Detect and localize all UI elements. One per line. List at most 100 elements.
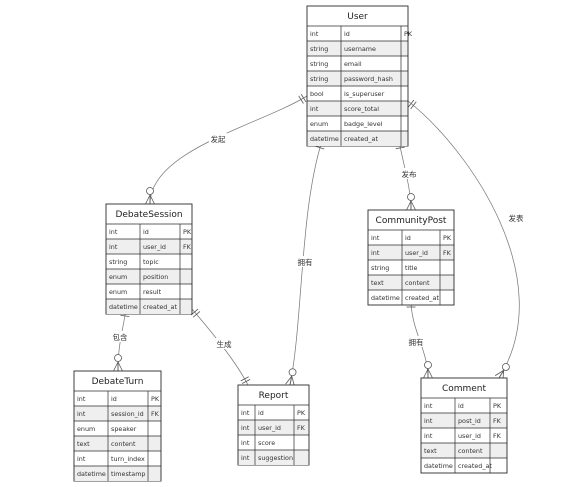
row-shading	[106, 239, 192, 254]
attr-type: int	[77, 455, 86, 463]
attr-key: PK	[151, 395, 160, 403]
attr-name: content	[458, 447, 483, 455]
attr-key: FK	[443, 249, 452, 257]
attr-type: int	[77, 410, 86, 418]
attr-name: timestamp	[111, 470, 145, 478]
attr-key: FK	[151, 410, 160, 418]
cardinality-bar	[192, 311, 201, 318]
attr-key: PK	[404, 30, 413, 38]
crow-foot	[406, 200, 412, 211]
crow-foot	[291, 376, 295, 386]
row-shading	[74, 406, 161, 421]
row-shading	[74, 436, 161, 451]
attr-key: PK	[297, 409, 306, 417]
attr-name: id	[258, 409, 264, 417]
row-shading	[307, 131, 408, 146]
attr-name: turn_index	[111, 455, 145, 463]
row-shading	[421, 443, 507, 458]
attr-type: int	[109, 243, 118, 251]
label-background	[111, 331, 129, 342]
label-background	[400, 168, 418, 179]
attr-key: PK	[493, 402, 502, 410]
entity-title: CommunityPost	[376, 216, 447, 226]
attr-type: enum	[109, 288, 127, 296]
crow-foot	[285, 375, 293, 385]
crow-foot	[410, 200, 416, 211]
attr-name: is_superuser	[344, 90, 385, 98]
optional-circle	[501, 363, 510, 371]
attr-type: datetime	[310, 135, 339, 143]
edge-user-comment	[407, 99, 520, 381]
label-background	[215, 338, 233, 349]
attr-type: enum	[77, 425, 95, 433]
attr-type: int	[424, 417, 433, 425]
attr-name: username	[344, 45, 376, 53]
label-background	[507, 212, 525, 223]
attr-key: FK	[493, 417, 502, 425]
relationship-label: 生成	[217, 339, 232, 349]
attr-name: title	[405, 264, 418, 272]
row-shading	[307, 101, 408, 116]
optional-circle	[114, 354, 122, 362]
attr-type: string	[310, 45, 328, 53]
row-shading	[106, 269, 192, 284]
attr-name: score	[258, 439, 275, 447]
relationship-label: 发表	[509, 213, 524, 223]
attr-type: text	[424, 447, 437, 455]
attr-name: id	[111, 395, 117, 403]
attr-type: bool	[310, 90, 324, 98]
row-shading	[106, 299, 192, 314]
attr-type: int	[77, 395, 86, 403]
relationship-label: 拥有	[298, 257, 313, 267]
attr-name: post_id	[458, 417, 481, 425]
row-shading	[307, 41, 408, 56]
relationship-label-user-debatesession: 发起	[209, 133, 227, 144]
attr-name: id	[405, 234, 411, 242]
entity-title: Report	[259, 391, 289, 401]
attr-name: email	[344, 60, 362, 68]
attr-type: string	[310, 75, 328, 83]
attr-type: text	[77, 440, 90, 448]
attr-key: PK	[183, 228, 192, 236]
row-shading	[238, 450, 309, 465]
relationship-label-user-comment: 发表	[507, 212, 525, 223]
attr-name: topic	[143, 258, 159, 266]
attr-name: suggestion	[258, 454, 293, 462]
row-shading	[307, 71, 408, 86]
entity-title: User	[347, 12, 368, 22]
attr-type: datetime	[424, 462, 453, 470]
attr-name: user_id	[405, 249, 428, 257]
relationship-label-debatesession-debateturn: 包含	[111, 331, 129, 342]
attr-type: string	[310, 60, 328, 68]
row-shading	[421, 413, 507, 428]
attr-name: session_id	[111, 410, 144, 418]
entity-box	[73, 370, 162, 482]
attr-name: id	[344, 30, 350, 38]
relationship-line	[149, 95, 308, 205]
crow-foot	[149, 194, 155, 205]
optional-circle	[146, 187, 154, 195]
attr-name: user_id	[258, 424, 281, 432]
entity-title: DebateSession	[115, 210, 182, 220]
attr-key: PK	[443, 234, 452, 242]
attr-name: id	[143, 228, 149, 236]
relationship-label: 发布	[402, 169, 417, 179]
attr-type: int	[109, 228, 118, 236]
attr-name: id	[458, 402, 464, 410]
attr-type: enum	[310, 120, 328, 128]
optional-circle	[424, 361, 432, 369]
attr-name: created_at	[143, 303, 177, 311]
crow-foot	[117, 361, 123, 372]
cardinality-bar	[410, 101, 417, 110]
cardinality-bar	[120, 314, 130, 317]
attr-name: speaker	[111, 425, 137, 433]
crow-foot	[498, 370, 505, 379]
attr-type: enum	[109, 273, 127, 281]
attr-key: FK	[493, 432, 502, 440]
crow-foot	[113, 361, 119, 372]
edge-user-debatesession	[145, 94, 308, 205]
attr-type: int	[371, 249, 380, 257]
